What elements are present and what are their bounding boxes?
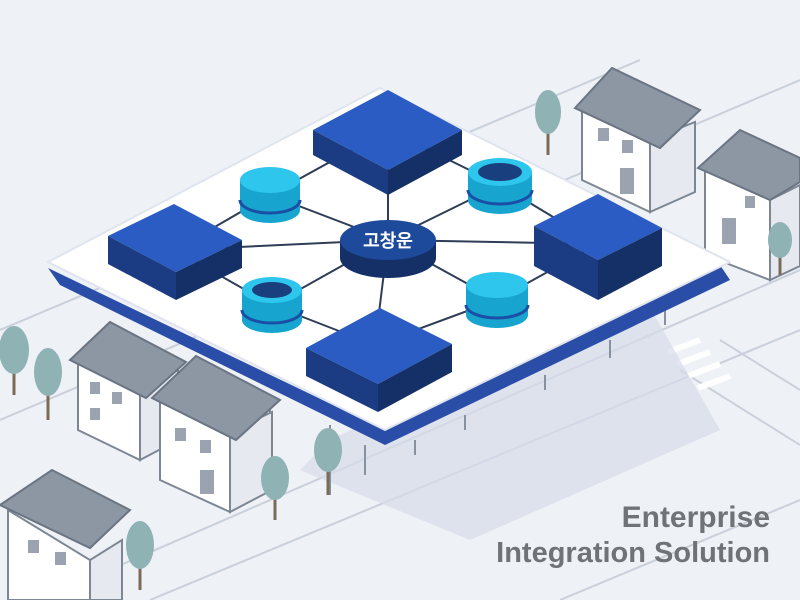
database-cylinder-icon bbox=[464, 272, 530, 328]
house-icon bbox=[696, 128, 800, 282]
database-cylinder-icon bbox=[466, 158, 534, 214]
database-cylinder-icon bbox=[238, 167, 302, 223]
caption-line-2: Integration Solution bbox=[496, 536, 770, 569]
tree-icon bbox=[126, 521, 154, 590]
server-block-icon bbox=[108, 204, 242, 300]
server-block-icon bbox=[534, 194, 662, 300]
database-cylinder-icon bbox=[240, 277, 304, 333]
server-block-icon bbox=[306, 308, 452, 412]
server-block-icon bbox=[313, 90, 462, 195]
tree-icon bbox=[261, 456, 289, 520]
house-icon bbox=[150, 354, 282, 514]
tree-icon bbox=[314, 428, 342, 495]
tree-icon bbox=[34, 348, 62, 420]
house-icon bbox=[0, 468, 132, 600]
caption-line-1: Enterprise bbox=[621, 501, 770, 535]
platform-shadow bbox=[300, 290, 720, 540]
house-icon bbox=[573, 66, 702, 214]
hub-label: 고창운 bbox=[363, 231, 413, 252]
tree-icon bbox=[0, 326, 29, 395]
caption: Enterprise Integration Solution bbox=[496, 500, 770, 570]
hub-node-icon bbox=[340, 220, 436, 260]
hub-node: 고창운 bbox=[340, 220, 436, 278]
tree-icon bbox=[535, 90, 561, 155]
tree-icon bbox=[768, 222, 792, 275]
